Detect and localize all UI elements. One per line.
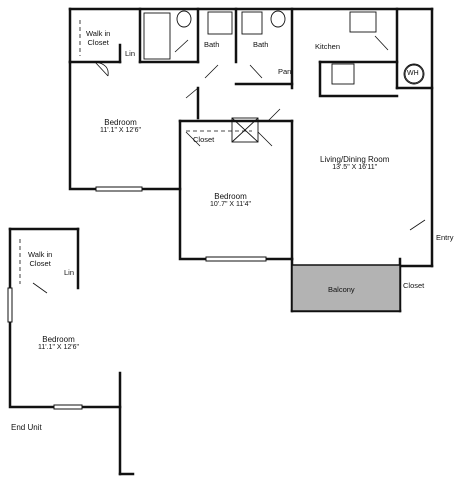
room-label-walk-in-closet: Walk in Closet (86, 29, 111, 47)
room-dimensions: 10'.7" X 11'4" (210, 201, 251, 209)
room-label-living-dining: Living/Dining Room 13'.5" X 16'11" (320, 155, 389, 172)
end-unit-label: End Unit (11, 423, 42, 432)
water-heater-icon (403, 63, 425, 85)
room-label-bedroom: Bedroom 11'.1" X 12'6" (38, 335, 79, 352)
room-label-lin: Lin (64, 268, 75, 277)
room-label-water-heater: WH (407, 70, 419, 77)
room-label-bath: Bath (204, 40, 220, 49)
fixtures (143, 10, 425, 143)
room-label-bedroom: Bedroom 10'.7" X 11'4" (210, 192, 251, 209)
toilet-icon (270, 10, 286, 28)
toilet-icon (176, 10, 192, 28)
room-label-lin: Lin (125, 49, 136, 58)
room-dimensions: 13'.5" X 16'11" (332, 164, 378, 172)
room-dimensions: 11'.1" X 12'6" (100, 127, 141, 135)
room-label-line: Closet (87, 37, 109, 47)
water-heater-label-ring (404, 64, 424, 84)
bathtub-icon (143, 12, 171, 60)
closet-lines (19, 20, 395, 284)
room-label-walk-in-closet: Walk in Closet (28, 250, 53, 268)
balcony-area (291, 264, 401, 312)
room-label-line: Walk in (28, 250, 53, 259)
room-label-kitchen: Kitchen (315, 42, 341, 51)
room-name: Living/Dining Room (320, 155, 390, 164)
kitchen-sink-icon (331, 63, 355, 85)
room-name: Bedroom (42, 335, 75, 344)
room-label-bath: Bath (253, 40, 269, 49)
room-name: Bedroom (104, 118, 137, 127)
room-label-entry: Entry (436, 233, 454, 242)
stove-icon (349, 11, 377, 33)
room-label-bedroom: Bedroom 11'.1" X 12'6" (100, 118, 141, 135)
room-label-pantry: Pan (278, 67, 292, 76)
doors (32, 35, 426, 294)
room-label-line: Walk in (86, 29, 111, 38)
room-label-balcony: Balcony (328, 285, 355, 294)
room-dimensions: 11'.1" X 12'6" (38, 344, 79, 352)
walls (8, 7, 434, 476)
sink-icon (241, 11, 263, 35)
sink-icon (207, 11, 233, 35)
room-label-closet: Closet (193, 135, 215, 144)
room-label-line: Closet (29, 258, 51, 268)
room-name: Bedroom (214, 192, 247, 201)
hvac-icon (231, 117, 259, 143)
windows (7, 186, 267, 410)
room-label-closet: Closet (403, 281, 425, 290)
